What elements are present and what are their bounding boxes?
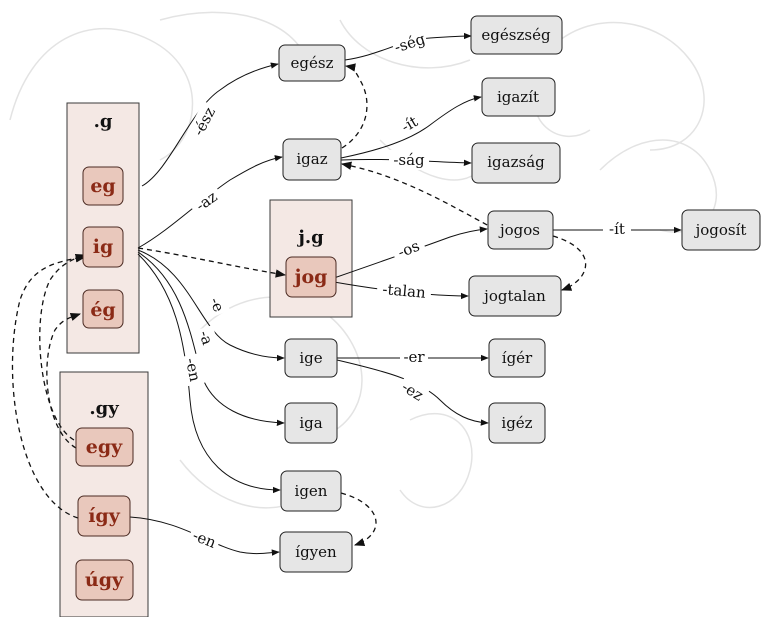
- root-eg-accent: ég: [82, 289, 124, 329]
- edge-jog-jogos: [333, 226, 488, 279]
- svg-text:iga: iga: [299, 414, 322, 432]
- svg-text:eg: eg: [90, 175, 115, 197]
- edge-igaz-igazit: [340, 95, 482, 159]
- edge-igaz-jogos: [340, 161, 490, 227]
- edge-igen-igyen: [340, 492, 377, 546]
- root-jog: jog: [285, 256, 337, 298]
- edge-egy-ig: [39, 254, 86, 441]
- svg-text:ég: ég: [90, 299, 115, 321]
- edge-ig-jog: [137, 247, 287, 278]
- svg-text:igaz: igaz: [296, 150, 327, 168]
- word-iger: ígér: [488, 338, 546, 378]
- root-eg: eg: [82, 166, 124, 206]
- word-igen: igen: [280, 470, 342, 512]
- word-jogos: jogos: [487, 210, 554, 250]
- root-egy: egy: [75, 427, 134, 467]
- label-it-1: -ít: [398, 112, 421, 136]
- group-gy-title: .gy: [89, 398, 119, 419]
- edge-igy-ig: [11, 254, 87, 519]
- svg-text:egész: egész: [291, 54, 334, 72]
- edge-labels: -ész -az -e -a -en -en -ség -ít: [180, 28, 631, 554]
- edge-ig-igen: [137, 253, 281, 494]
- edge-ig-ige: [137, 249, 285, 362]
- edge-ig-igaz: [137, 155, 283, 249]
- root-igy: így: [77, 495, 131, 537]
- label-sag: -ság: [393, 151, 425, 169]
- edge-igy-igyen: [129, 516, 280, 556]
- svg-text:jogtalan: jogtalan: [482, 287, 546, 305]
- svg-text:úgy: úgy: [85, 569, 124, 591]
- label-talan: -talan: [382, 280, 427, 302]
- label-it-2: -ít: [609, 220, 625, 238]
- word-igazit: igazít: [481, 77, 556, 117]
- group-g-title: .g: [94, 111, 113, 132]
- label-er: -er: [403, 348, 425, 366]
- label-a: -a: [195, 328, 216, 347]
- svg-text:jogos: jogos: [498, 221, 540, 239]
- svg-text:jogosít: jogosít: [694, 221, 747, 239]
- word-igaz: igaz: [282, 138, 342, 181]
- svg-text:igazít: igazít: [497, 88, 539, 106]
- svg-text:így: így: [88, 505, 121, 527]
- svg-text:igen: igen: [295, 482, 328, 500]
- edge-ige-igez: [336, 359, 489, 426]
- root-ig: ig: [82, 226, 124, 268]
- word-ige: ige: [284, 338, 338, 378]
- edge-layer: [11, 32, 682, 556]
- svg-text:egészség: egészség: [481, 26, 551, 44]
- word-igyen: ígyen: [279, 531, 353, 573]
- word-igez: igéz: [488, 402, 546, 444]
- svg-text:ig: ig: [93, 236, 114, 258]
- edge-egesz-egeszseg: [344, 32, 472, 61]
- root-ugy: úgy: [75, 559, 134, 601]
- group-jg-title: j.g: [296, 227, 324, 248]
- edge-egy-eg2: [46, 313, 81, 449]
- word-jogosit: jogosít: [681, 209, 761, 251]
- word-egesz: egész: [278, 44, 346, 82]
- svg-text:egy: egy: [86, 436, 123, 458]
- label-en-1: -en: [182, 356, 205, 383]
- svg-text:jog: jog: [293, 266, 328, 288]
- svg-text:ige: ige: [299, 349, 322, 367]
- label-seg: -ség: [392, 30, 428, 57]
- svg-text:ígyen: ígyen: [295, 543, 337, 561]
- svg-text:igazság: igazság: [487, 153, 545, 171]
- label-e: -e: [206, 295, 228, 315]
- edge-eg-egesz: [141, 62, 279, 187]
- edge-jogos-jogtalan: [552, 235, 587, 291]
- word-iga: iga: [284, 402, 338, 444]
- word-igazsag: igazság: [471, 142, 561, 184]
- word-egeszseg: egészség: [470, 15, 563, 55]
- svg-text:ígér: ígér: [502, 349, 533, 367]
- svg-text:igéz: igéz: [501, 414, 532, 432]
- edge-igaz-egesz: [341, 63, 368, 149]
- word-jogtalan: jogtalan: [468, 275, 562, 317]
